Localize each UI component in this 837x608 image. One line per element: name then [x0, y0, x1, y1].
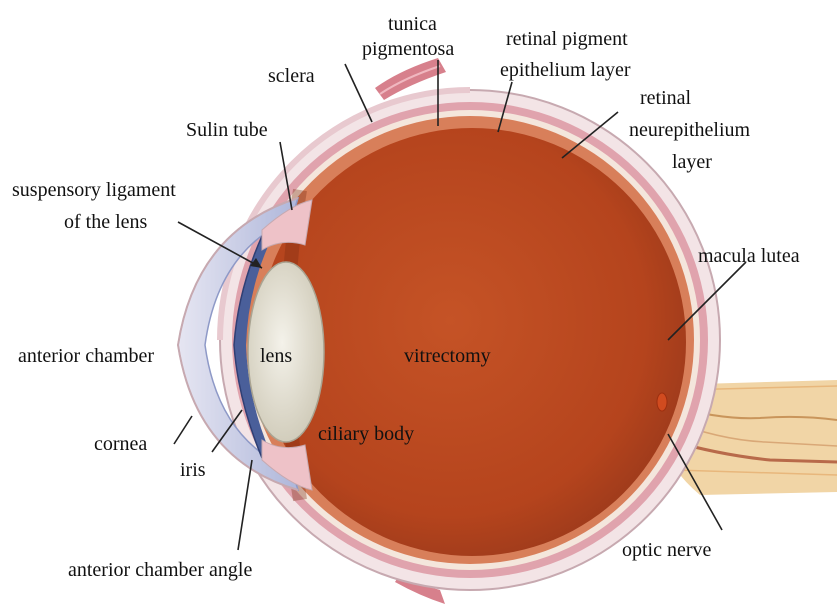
label-vitrectomy: vitrectomy — [404, 345, 491, 367]
label-suspensory-line2: of the lens — [64, 211, 148, 233]
label-optic-nerve: optic nerve — [622, 539, 712, 561]
label-ciliary-body: ciliary body — [318, 423, 414, 445]
label-neuro-line3: layer — [672, 151, 712, 173]
label-sclera: sclera — [268, 65, 315, 87]
label-tunica: tunica — [388, 13, 437, 35]
macula — [657, 393, 667, 411]
label-sulin-tube: Sulin tube — [186, 119, 268, 141]
label-suspensory-line1: suspensory ligament — [12, 179, 176, 201]
label-neuro-line2: neurepithelium — [629, 119, 751, 141]
label-rpe-line1: retinal pigment — [506, 28, 628, 50]
label-anterior-chamber: anterior chamber — [18, 345, 154, 367]
label-macula-lutea: macula lutea — [698, 245, 800, 267]
label-lens: lens — [260, 345, 292, 367]
label-anterior-chamber-angle: anterior chamber angle — [68, 559, 252, 581]
label-rpe-line2: epithelium layer — [500, 59, 631, 81]
label-neuro-line1: retinal — [640, 87, 692, 109]
label-pigmentosa: pigmentosa — [362, 38, 454, 60]
label-iris: iris — [180, 459, 206, 481]
label-cornea: cornea — [94, 433, 147, 455]
